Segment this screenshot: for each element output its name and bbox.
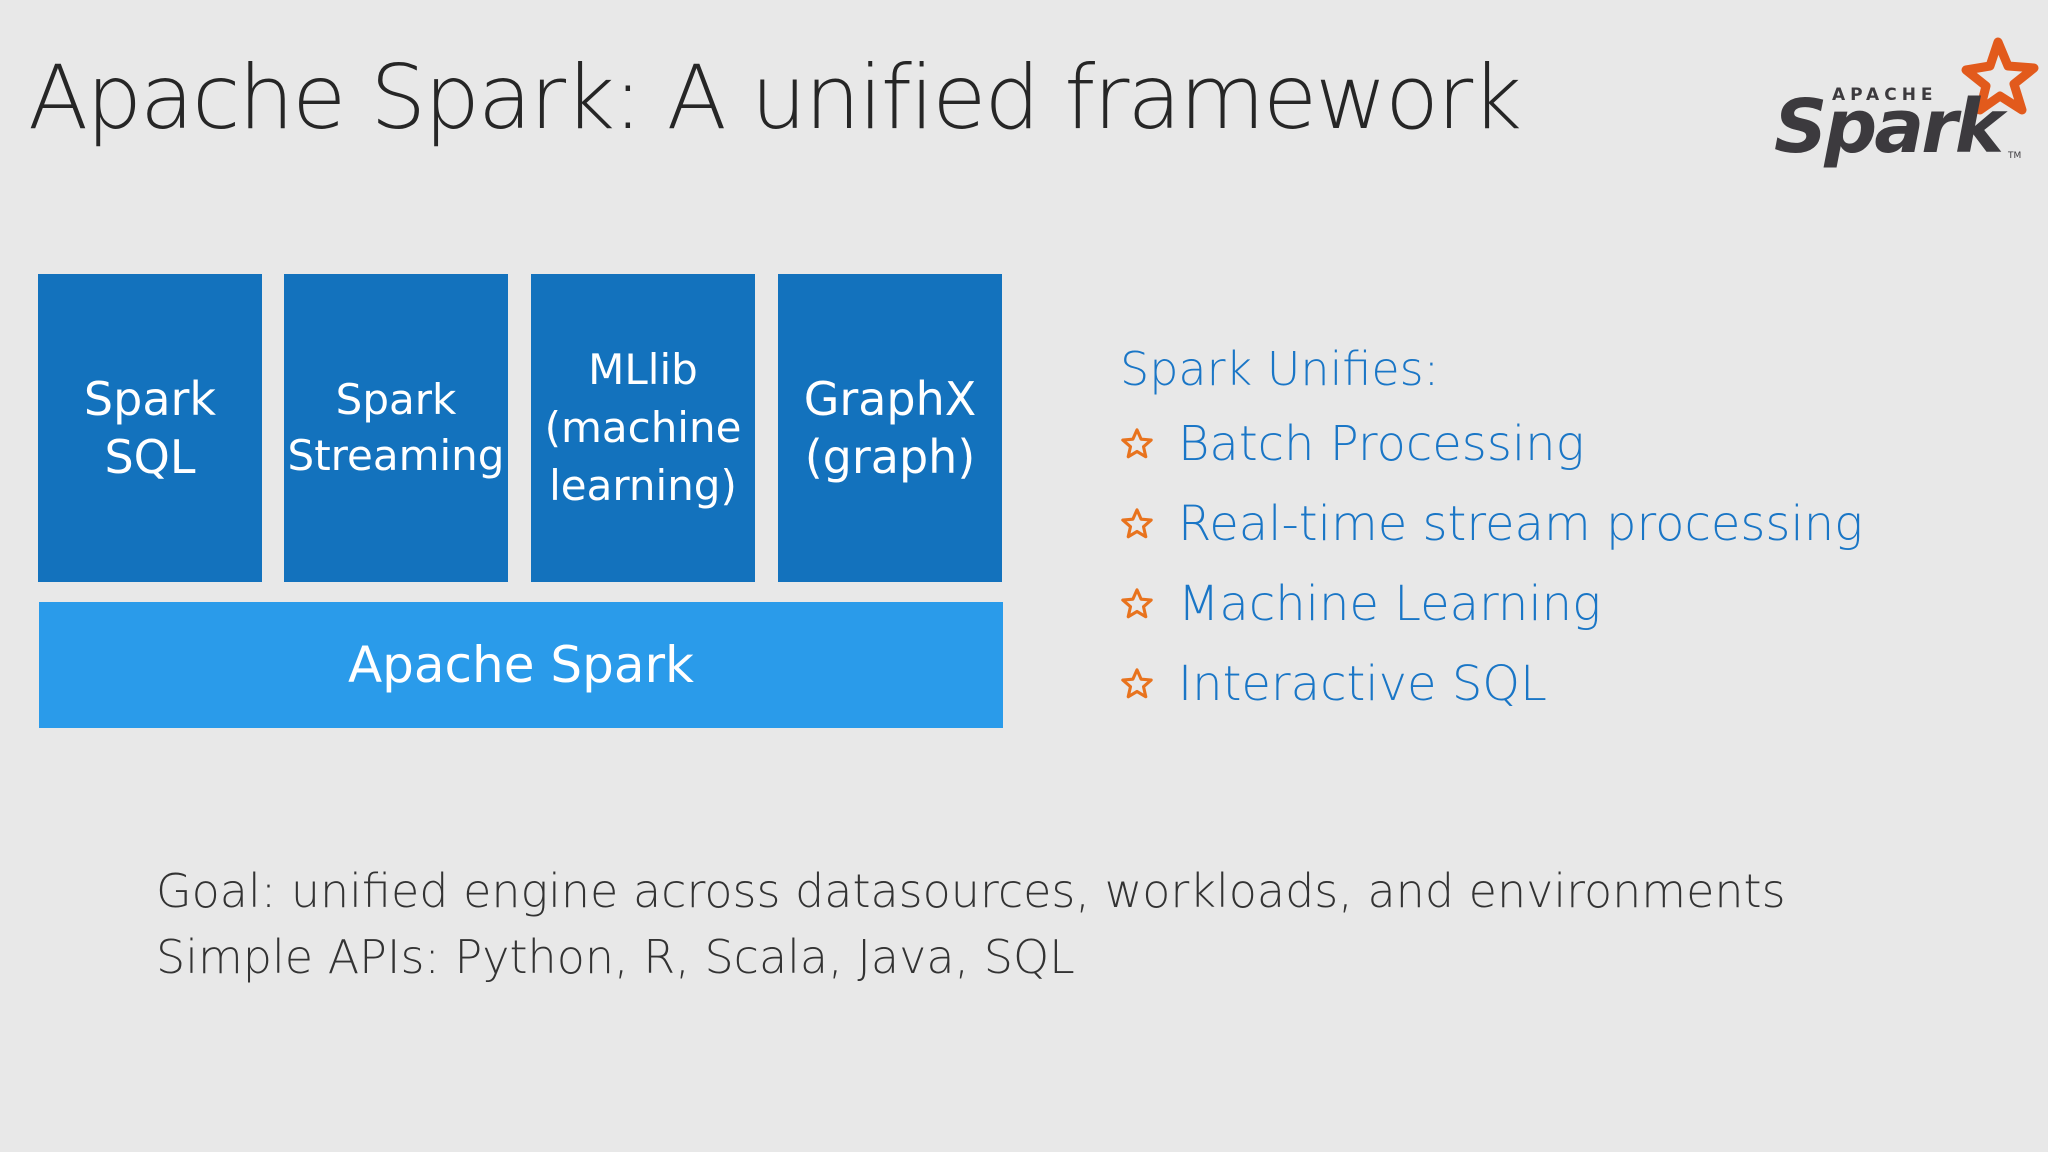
component-spark-sql: Spark SQL bbox=[38, 274, 262, 582]
unifies-item-label: Machine Learning bbox=[1178, 576, 1601, 632]
apache-spark-logo: APACHE Spark TM bbox=[1774, 37, 2039, 170]
component-label-line: GraphX bbox=[803, 372, 977, 426]
spark-unifies-panel: Spark Unifies: Batch Processing Real-tim… bbox=[1120, 334, 1863, 724]
unifies-item-label: Batch Processing bbox=[1178, 416, 1585, 472]
component-label-line: Spark bbox=[335, 375, 457, 424]
unifies-list-item: Machine Learning bbox=[1120, 564, 1863, 644]
slide-footer: Goal: unified engine across datasources,… bbox=[156, 858, 1786, 990]
star-outline-icon bbox=[1121, 508, 1153, 539]
component-label-line: Spark bbox=[83, 372, 217, 426]
component-mllib: MLlib (machine learning) bbox=[531, 274, 755, 582]
logo-apache-text: APACHE bbox=[1832, 85, 1938, 105]
apache-spark-base: Apache Spark bbox=[39, 602, 1003, 728]
star-outline-icon bbox=[1121, 588, 1153, 619]
logo-tm: TM bbox=[2007, 151, 2021, 161]
component-label-line: learning) bbox=[549, 461, 737, 510]
apis-text: Simple APIs: Python, R, Scala, Java, SQL bbox=[156, 930, 1075, 984]
component-label-line: Streaming bbox=[287, 431, 505, 480]
unifies-list-item: Interactive SQL bbox=[1120, 644, 1863, 724]
unifies-list: Batch Processing Real-time stream proces… bbox=[1120, 404, 1863, 724]
unifies-item-label: Real-time stream processing bbox=[1178, 496, 1863, 552]
component-label-line: SQL bbox=[104, 430, 196, 484]
unifies-list-item: Batch Processing bbox=[1120, 404, 1863, 484]
goal-text: Goal: unified engine across datasources,… bbox=[156, 864, 1786, 918]
unifies-heading: Spark Unifies: bbox=[1120, 342, 1440, 396]
component-spark-streaming: Spark Streaming bbox=[284, 274, 508, 582]
spark-logo-star-icon bbox=[1961, 37, 2039, 115]
unifies-item-label: Interactive SQL bbox=[1178, 656, 1547, 712]
component-label-line: (machine bbox=[544, 403, 742, 452]
logo-wordmark: Spark bbox=[1774, 84, 2008, 170]
component-label-line: MLlib bbox=[588, 345, 698, 394]
component-label-line: (graph) bbox=[804, 430, 976, 484]
component-graphx: GraphX (graph) bbox=[778, 274, 1002, 582]
slide-title: Apache Spark: A unified framework bbox=[28, 46, 1522, 149]
spark-stack-diagram: Spark SQL Spark Streaming MLlib (machine… bbox=[38, 274, 1004, 728]
unifies-list-item: Real-time stream processing bbox=[1120, 484, 1863, 564]
star-outline-icon bbox=[1121, 428, 1153, 459]
star-outline-icon bbox=[1121, 668, 1153, 699]
